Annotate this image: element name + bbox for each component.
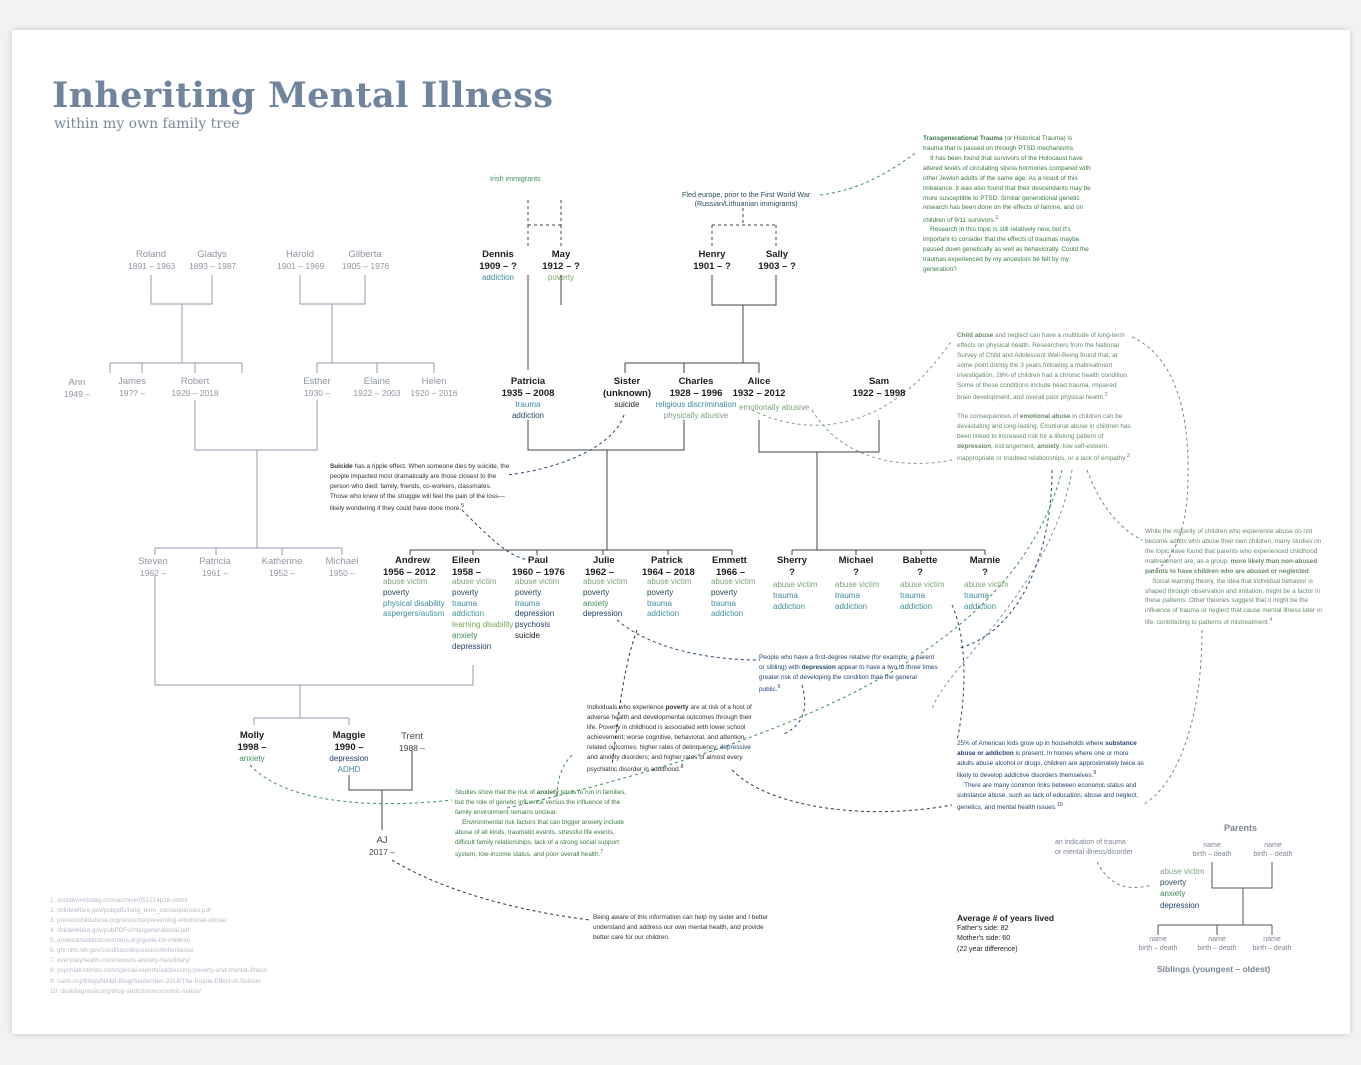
person-sister: Sister(unknown)suicide — [602, 376, 651, 409]
note-emotional-abuse: The consequences of emotional abuse in c… — [957, 413, 1131, 462]
reference-item: 8. psychiatrictimes.com/special-reports/… — [50, 967, 267, 975]
person-sherry: Sherry? — [776, 555, 808, 578]
note-transgenerational-trauma: Transgenerational Trauma (or Historical … — [923, 135, 1091, 274]
reference-item: 3. preventchildabuse.org/resource/preven… — [50, 917, 227, 925]
note-depression: People who have a first-degree relative … — [759, 654, 938, 693]
stats-father: Father's side: 82 — [957, 925, 1009, 933]
stats-mother: Mother's side: 60 — [957, 935, 1011, 943]
reference-item: 2. childwelfare.gov/pubpdfs/long_term_co… — [50, 907, 211, 915]
person-babette: Babette? — [902, 555, 938, 578]
references-list: 1. socialworktoday.com/archive/051214p18… — [50, 896, 267, 997]
note-poverty: Individuals who experience poverty are a… — [587, 704, 752, 773]
note-anxiety: Studies show that the risk of anxiety te… — [455, 789, 627, 858]
reference-item: 5. americanaddictioncenters.org/guide-fo… — [50, 937, 191, 945]
reference-item: 4. childwelfare.gov/pubPDFs/intergenerat… — [50, 927, 190, 935]
reference-item: 7. everydayhealth.com/news/is-anxiety-he… — [50, 957, 190, 965]
legend-siblings-label: Siblings (youngest – oldest) — [1157, 964, 1271, 974]
person-michael-2: Michael? — [838, 555, 874, 578]
reference-item: 10. dualdiagnosis.org/drug-addiction/eco… — [50, 987, 201, 995]
note-child-abuse: Child abuse and neglect can have a multi… — [957, 332, 1129, 401]
fled-europe-label: Fled europe, prior to the First World Wa… — [682, 190, 811, 208]
average-years-stats: Average # of years lived Father's side: … — [957, 912, 1054, 955]
note-abuse-cycle: While the majority of children who exper… — [1145, 528, 1322, 627]
person-marnie: Marnie? — [969, 555, 1001, 578]
page-title: Inheriting Mental Illness — [52, 75, 554, 116]
page-subtitle: within my own family tree — [54, 116, 240, 132]
note-closing: Being aware of this information can help… — [593, 914, 769, 941]
poster: Inheriting Mental Illness within my own … — [12, 30, 1350, 1034]
note-suicide: Suicide has a ripple effect. When someon… — [330, 463, 510, 512]
legend-parents-label: Parents — [1224, 823, 1258, 833]
reference-item: 9. nami.org/Blogs/NAMI-Blog/September-20… — [50, 977, 261, 985]
note-substance-abuse: 25% of American kids grow up in househol… — [957, 740, 1144, 811]
stats-difference: (22 year difference) — [957, 945, 1018, 953]
reference-item: 6. ghr.nlm.nih.gov/condition/depression#… — [50, 947, 194, 955]
irish-immigrants-label: Irish immigrants — [490, 174, 541, 183]
stats-title: Average # of years lived — [957, 913, 1055, 923]
reference-item: 1. socialworktoday.com/archive/051214p18… — [50, 897, 188, 904]
alice-trait-emotionally-abusive: emotionally abusive — [739, 403, 810, 412]
tree-connectors — [109, 151, 1273, 935]
